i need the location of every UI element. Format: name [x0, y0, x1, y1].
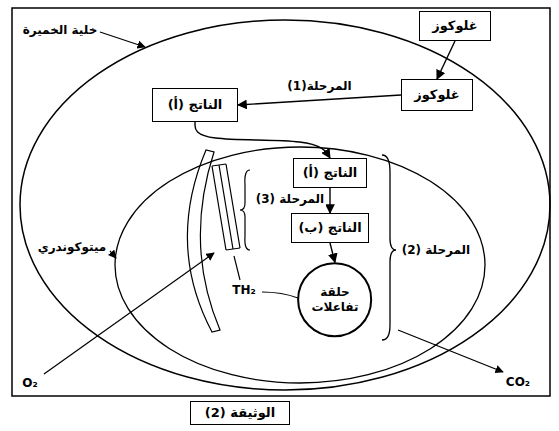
th2-leader — [234, 256, 240, 280]
flow-arrow — [238, 95, 401, 105]
node-text: الناتج (أ) — [168, 97, 223, 113]
node-text: حلقة تفاعلات — [306, 285, 364, 315]
stage-label: المرحلة (3) — [254, 192, 326, 206]
flow-arrow — [330, 243, 335, 262]
node-text: الناتج (ب) — [298, 220, 361, 236]
cell-leader — [100, 32, 145, 47]
frame — [12, 8, 550, 396]
oxygen-arrow — [44, 253, 214, 374]
node-text: غلوكوز — [414, 87, 460, 103]
node-text: الوثيقة (2) — [205, 405, 275, 421]
molecule-label: CO₂ — [504, 375, 532, 389]
mitochondrion — [115, 147, 485, 383]
yeast-cell — [20, 20, 550, 390]
document-caption-box: الوثيقة (2) — [190, 401, 290, 425]
co2-arrow — [398, 330, 503, 372]
inner-fold — [187, 150, 220, 332]
circle-outline — [298, 263, 371, 336]
substance-box: غلوكوز — [419, 11, 491, 41]
substance-box: غلوكوز — [401, 79, 473, 111]
stage-3-bracket — [240, 170, 250, 250]
cycle-circle: حلقة تفاعلات — [297, 262, 372, 337]
product-box: الناتج (أ) — [152, 88, 238, 122]
th2-leader — [262, 292, 298, 298]
product-box: الناتج (أ) — [293, 158, 367, 188]
cell-label: خلية الخميرة — [21, 23, 100, 37]
inner-membrane — [212, 164, 240, 250]
node-text: الناتج (أ) — [303, 165, 358, 181]
flow-arrow — [329, 188, 330, 213]
molecule-label: TH₂ — [230, 283, 257, 297]
molecule-label: O₂ — [20, 376, 39, 390]
stage-label: المرحلة (2) — [400, 243, 472, 257]
stage-label: المرحلة(1) — [285, 79, 353, 93]
flow-arrow — [195, 122, 330, 158]
mito-leader — [110, 251, 116, 258]
flow-arrow — [437, 41, 455, 79]
stage-2-bracket — [382, 155, 396, 340]
organelle-label: ميتوكوندري — [36, 240, 109, 254]
node-text: غلوكوز — [432, 18, 478, 34]
product-box: الناتج (ب) — [291, 213, 368, 243]
